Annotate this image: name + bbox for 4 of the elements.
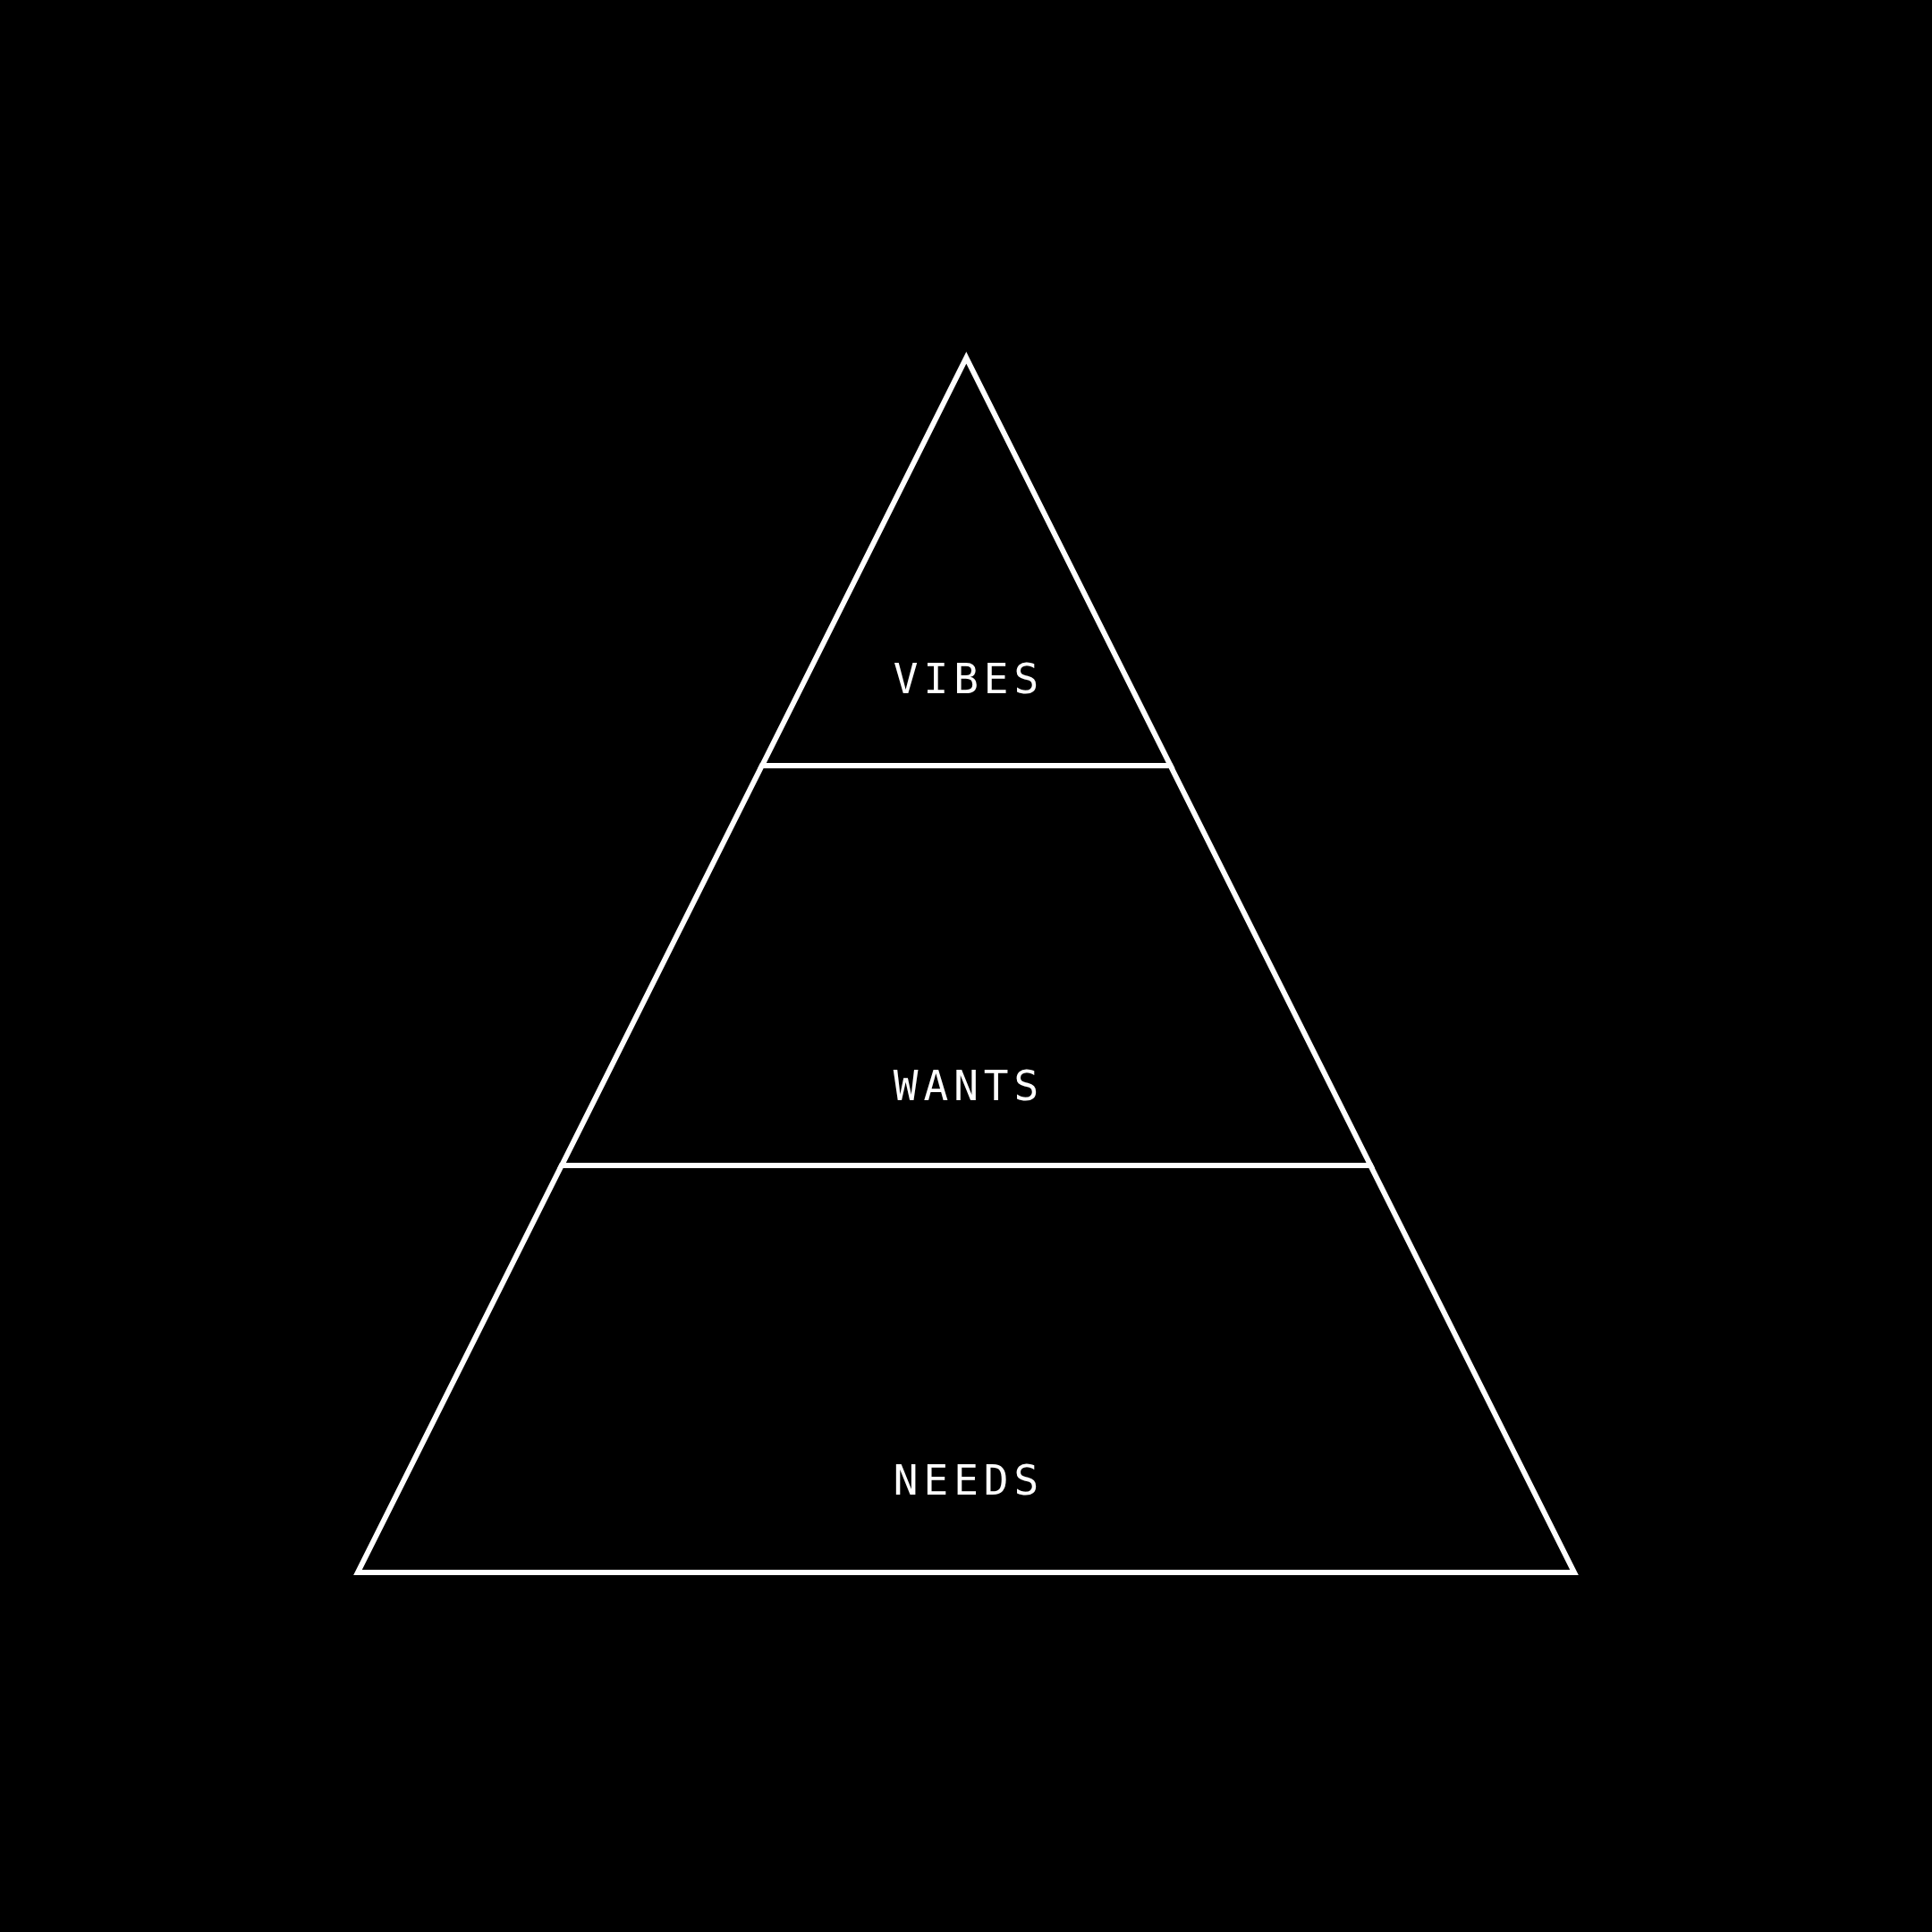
tier-label: WANTS	[892, 1065, 1045, 1106]
tier-label: NEEDS	[892, 1460, 1045, 1501]
tier-label: VIBES	[892, 658, 1045, 699]
pyramid-tier	[352, 1160, 1580, 1578]
